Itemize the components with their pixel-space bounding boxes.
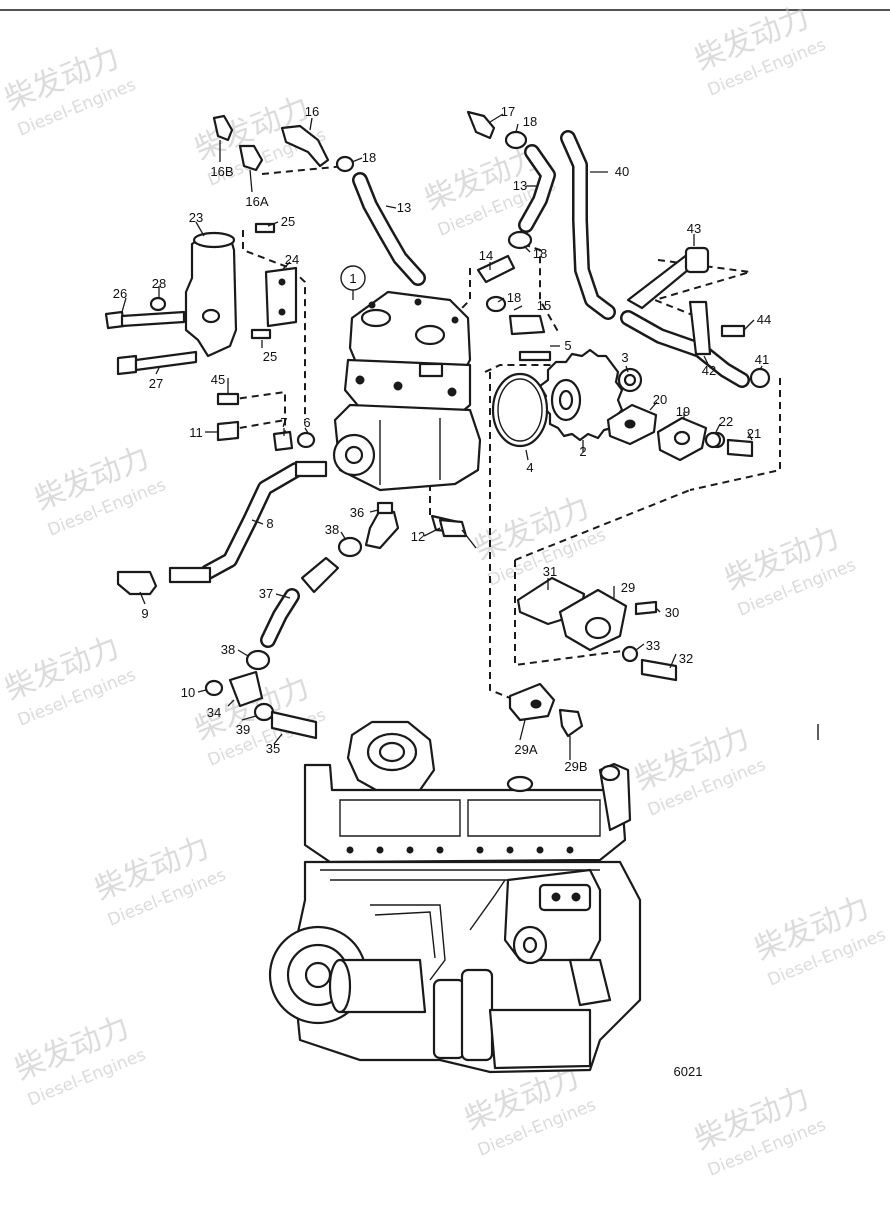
watermark: 柴发动力 Diesel-Engines xyxy=(750,890,889,991)
callout-1: 1 xyxy=(349,271,356,286)
callout-22: 22 xyxy=(719,414,733,429)
callout-18-d: 18 xyxy=(507,290,521,305)
callout-18-b: 18 xyxy=(523,114,537,129)
callout-17: 17 xyxy=(501,104,515,119)
callout-43: 43 xyxy=(687,221,701,236)
callout-13-left: 13 xyxy=(397,200,411,215)
callout-16: 16 xyxy=(305,104,319,119)
callout-27: 27 xyxy=(149,376,163,391)
callout-14: 14 xyxy=(479,248,493,263)
bolt-row xyxy=(346,846,574,854)
callout-40: 40 xyxy=(615,164,629,179)
valve-housing xyxy=(184,231,298,358)
callout-38-b: 38 xyxy=(221,642,235,657)
callout-15: 15 xyxy=(537,298,551,313)
callout-30: 30 xyxy=(665,605,679,620)
drawing-number: 6021 xyxy=(674,1064,703,1079)
sensor xyxy=(438,518,477,549)
callout-41: 41 xyxy=(755,352,769,367)
callout-38-a: 38 xyxy=(325,522,339,537)
watermark: 柴发动力 Diesel-Engines xyxy=(10,1010,149,1111)
watermark: 柴发动力 Diesel-Engines xyxy=(630,720,769,821)
callout-29a: 29A xyxy=(514,742,537,757)
assembly-dashed-lines xyxy=(227,165,781,701)
callout-18-c: 18 xyxy=(533,246,547,261)
callout-20: 20 xyxy=(653,392,667,407)
callout-11: 11 xyxy=(189,425,203,440)
callout-33: 33 xyxy=(646,638,660,653)
callout-16a: 16A xyxy=(245,194,268,209)
lower-fittings xyxy=(228,576,628,738)
callout-36: 36 xyxy=(350,505,364,520)
callout-5: 5 xyxy=(564,338,571,353)
engine-assembly xyxy=(268,720,642,1074)
air-compressor xyxy=(332,290,482,492)
callout-19: 19 xyxy=(676,404,690,419)
fittings-top xyxy=(212,110,546,336)
leader-lines xyxy=(121,113,763,760)
cover-plates xyxy=(606,403,726,462)
watermark: 柴发动力 Diesel-Engines xyxy=(690,0,829,101)
callout-16b: 16B xyxy=(210,164,233,179)
callout-31: 31 xyxy=(543,564,557,579)
hose-fittings xyxy=(245,501,400,671)
callout-42: 42 xyxy=(702,363,716,378)
watermark: 柴发动力 Diesel-Engines xyxy=(460,1060,599,1161)
callout-39: 39 xyxy=(236,722,250,737)
drive-gear xyxy=(538,348,624,442)
hose-8-fittings xyxy=(116,460,328,596)
callout-18-a: 18 xyxy=(362,150,376,165)
watermark: 柴发动力 Diesel-Engines xyxy=(90,830,229,931)
watermark: 柴发动力 Diesel-Engines xyxy=(720,520,859,621)
watermark: 柴发动力 Diesel-Engines xyxy=(470,490,609,591)
callout-37: 37 xyxy=(259,586,273,601)
callout-24: 24 xyxy=(285,252,299,267)
callout-26: 26 xyxy=(113,286,127,301)
watermark: 柴发动力 Diesel-Engines xyxy=(0,630,139,731)
callout-21: 21 xyxy=(747,426,761,441)
bearing xyxy=(617,367,643,393)
callout-44: 44 xyxy=(757,312,771,327)
callout-29b: 29B xyxy=(564,759,587,774)
callout-25-bottom: 25 xyxy=(263,349,277,364)
callout-28: 28 xyxy=(152,276,166,291)
callout-34: 34 xyxy=(207,705,221,720)
callout-35: 35 xyxy=(266,741,280,756)
callout-10: 10 xyxy=(181,685,195,700)
callout-labels: 1 2 3 4 5 6 7 8 9 10 11 12 13 13 14 15 1… xyxy=(113,104,771,774)
callout-12: 12 xyxy=(411,529,425,544)
callout-8: 8 xyxy=(266,516,273,531)
callout-23: 23 xyxy=(189,210,203,225)
o-ring xyxy=(491,372,549,448)
callout-7: 7 xyxy=(280,415,287,430)
callout-4: 4 xyxy=(526,460,533,475)
callout-circle xyxy=(340,265,366,291)
callout-6: 6 xyxy=(303,415,310,430)
callout-32: 32 xyxy=(679,651,693,666)
callout-45: 45 xyxy=(211,372,225,387)
watermark: 柴发动力 Diesel-Engines xyxy=(30,440,169,541)
watermark: 柴发动力 Diesel-Engines xyxy=(0,40,139,141)
callout-2: 2 xyxy=(579,444,586,459)
callout-13-right: 13 xyxy=(513,178,527,193)
callout-9: 9 xyxy=(141,606,148,621)
watermark: 柴发动力 Diesel-Engines xyxy=(690,1080,829,1181)
callout-3: 3 xyxy=(621,350,628,365)
callout-29: 29 xyxy=(621,580,635,595)
callout-25-top: 25 xyxy=(281,214,295,229)
